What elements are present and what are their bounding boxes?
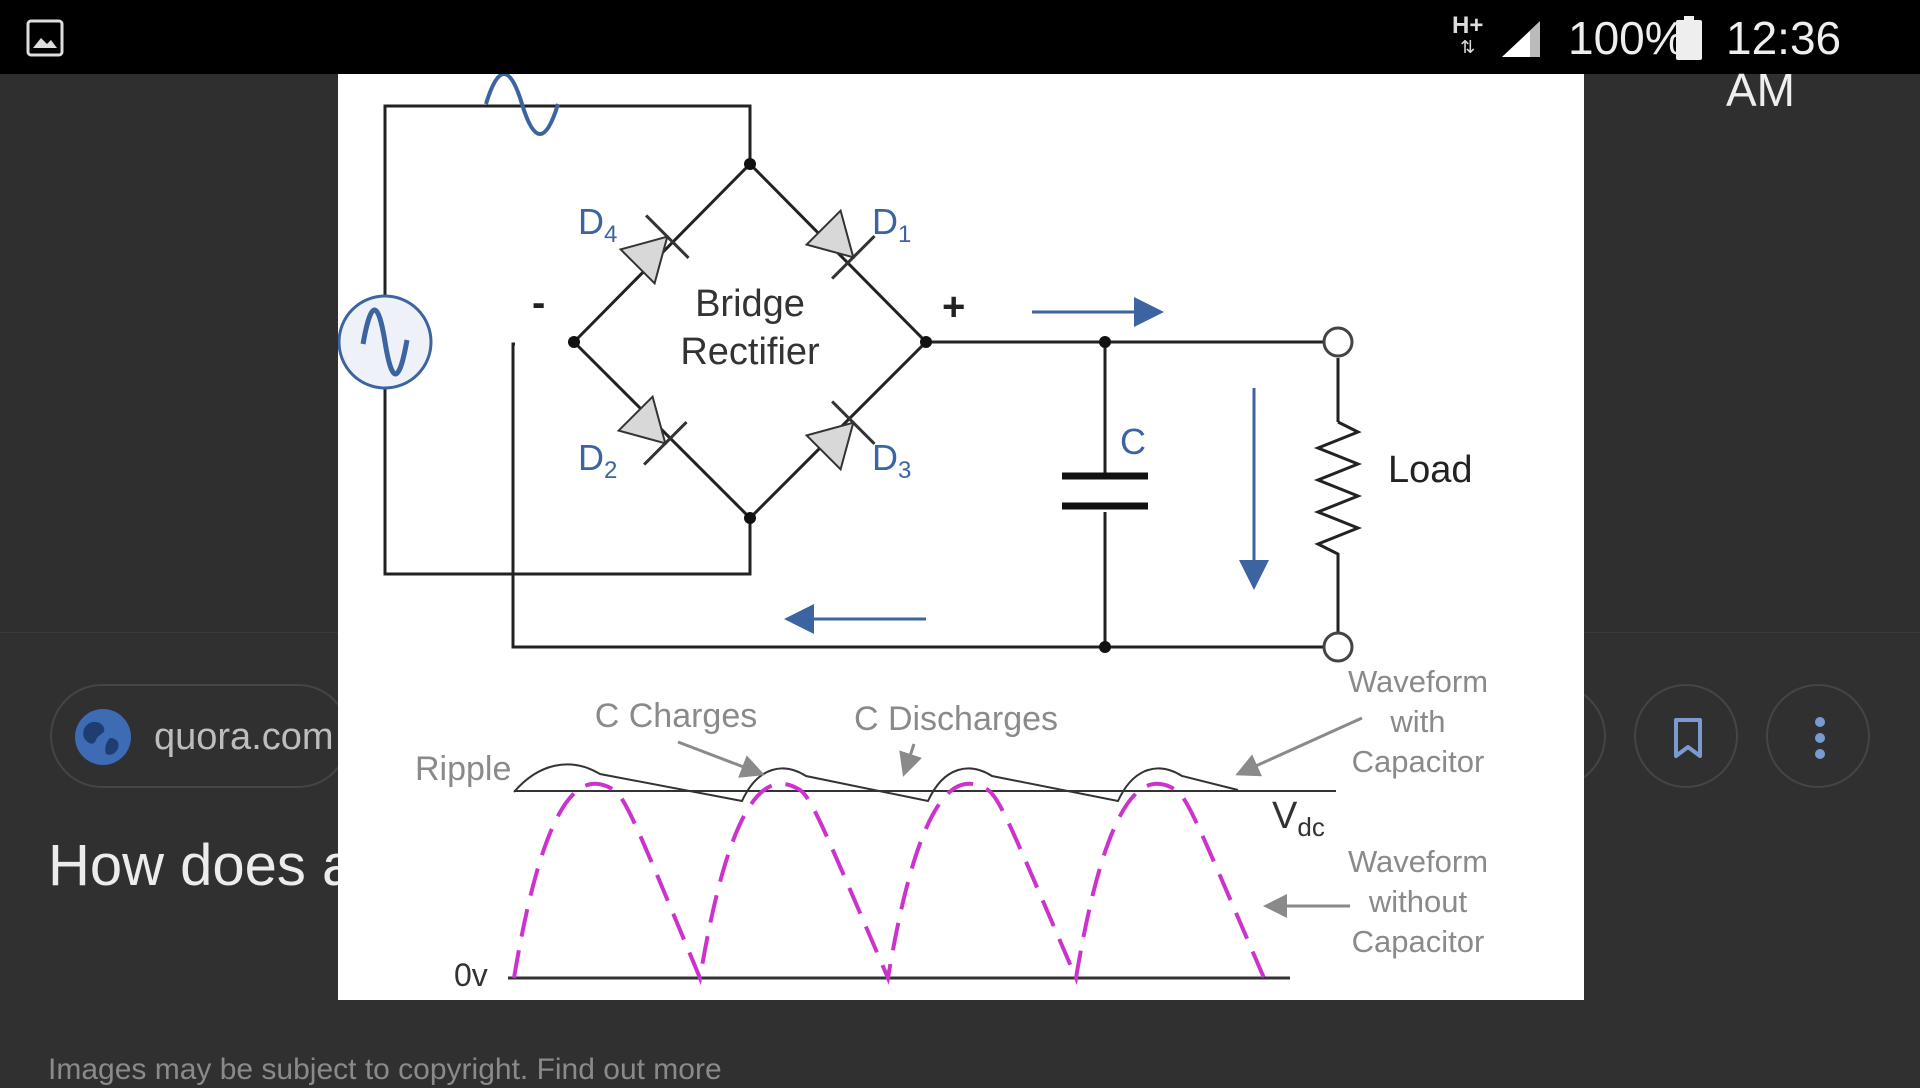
clock: 12:36 AM [1726,12,1842,116]
waveform-without-label-2: without [1368,884,1468,919]
waveform-without-label-3: Capacitor [1352,924,1485,959]
status-bar: H+ ⇅ 100% 12:36 AM [0,0,1920,116]
label-d1: D1 [872,201,911,248]
waveform-without-capacitor [512,781,1266,986]
diode-d3 [804,400,876,472]
diode-d1 [804,208,876,280]
bridge-rectifier-diagram: Bridge Rectifier D4 D1 D2 D3 - + C Load … [338,74,1488,993]
output-terminal-positive [1322,326,1354,358]
image-icon [26,19,64,57]
battery-percent: 100% [1568,12,1686,64]
network-type: H+ [1452,12,1484,39]
diode-d4 [618,214,690,286]
source-domain: quora.com [154,716,334,758]
globe-icon [75,709,131,765]
junction-dots [568,158,1111,653]
more-options-button[interactable] [1766,684,1870,788]
positive-sign: + [942,285,965,329]
circuit-wiring [383,104,1340,649]
ripple-label: Ripple [415,750,511,788]
label-d4: D4 [578,201,617,248]
vdc-label: Vdc [1272,795,1325,842]
copyright-notice[interactable]: Images may be subject to copyright. Find… [48,1053,722,1086]
battery-icon [1676,16,1702,60]
load-label: Load [1388,449,1473,491]
waveform-without-label-1: Waveform [1348,844,1488,879]
c-discharges-arrow [899,743,923,777]
waveform-with-label-1: Waveform [1348,664,1488,699]
label-d3: D3 [872,437,911,484]
load-resistor [1313,420,1363,574]
zero-volt-label: 0v [454,957,488,993]
capacitor [1062,472,1148,510]
source-chip[interactable]: quora.com [50,684,350,788]
ac-input-wave [484,74,560,136]
image-preview[interactable]: Bridge Rectifier D4 D1 D2 D3 - + C Load … [338,74,1584,1000]
save-button[interactable] [1634,684,1738,788]
waveform-with-arrow [1235,716,1363,777]
negative-sign: - [532,281,545,325]
network-indicator: H+ ⇅ [1452,12,1484,57]
c-charges-label: C Charges [595,697,758,735]
c-charges-arrow [677,740,765,778]
waveform-with-capacitor [513,763,1239,803]
bridge-label-line1: Bridge [695,283,805,325]
output-terminal-negative [1322,631,1354,663]
label-d2: D2 [578,437,617,484]
c-discharges-label: C Discharges [854,700,1058,738]
diode-d2 [616,394,688,466]
bridge-label-line2: Rectifier [680,331,820,373]
data-arrows-icon: ⇅ [1460,37,1476,57]
more-vertical-icon [1815,717,1825,759]
waveform-graph [508,716,1363,986]
ac-source [338,294,433,390]
signal-icon [1502,21,1540,57]
waveform-with-label-3: Capacitor [1352,744,1485,779]
waveform-with-label-2: with [1389,704,1445,739]
capacitor-label: C [1120,421,1146,462]
bookmark-icon [1674,718,1702,758]
